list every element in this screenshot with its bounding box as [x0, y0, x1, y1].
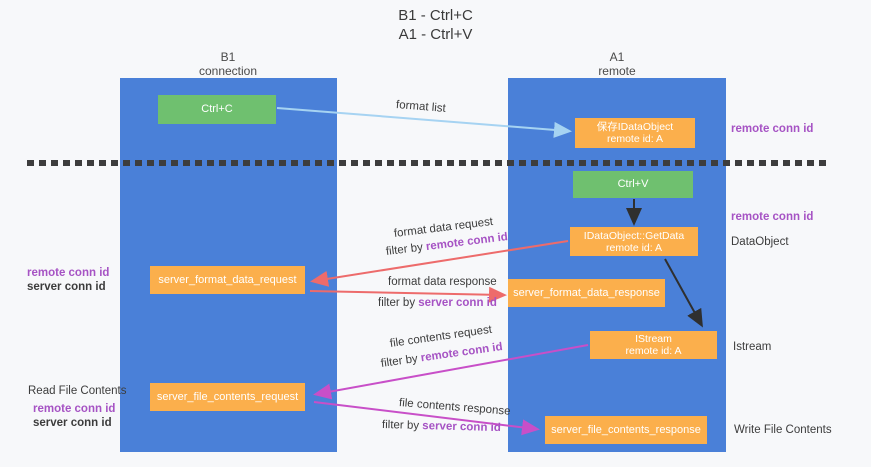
left-column-header-line1: B1	[220, 50, 236, 64]
node-server-file-contents-response-label: server_file_contents_response	[551, 423, 701, 436]
label-filter-by-text-1: filter by	[385, 241, 427, 258]
label-remote-conn-id-left-2: remote conn id	[33, 403, 116, 415]
label-read-file-contents: Read File Contents	[28, 385, 127, 397]
label-file-contents-response: file contents response	[398, 397, 512, 418]
node-server-file-contents-request: server_file_contents_request	[150, 383, 305, 411]
label-filter-by-text-3: filter by	[380, 352, 422, 370]
left-column-header-line2: connection	[198, 64, 258, 78]
label-remote-conn-id-mid-right: remote conn id	[731, 211, 814, 223]
arrow-format-data-response	[309, 286, 507, 303]
label-remote-conn-id-top-right: remote conn id	[731, 123, 814, 135]
right-column-header-line1: A1	[609, 50, 625, 64]
dashed-divider	[27, 160, 831, 166]
node-getdata: IDataObject::GetData remote id: A	[570, 227, 698, 256]
node-ctrl-v: Ctrl+V	[573, 171, 693, 198]
node-server-file-contents-response: server_file_contents_response	[545, 416, 707, 444]
node-getdata-line2: remote id: A	[605, 241, 663, 254]
right-column-header-line2: remote	[598, 64, 636, 78]
label-server-conn-id-left-2: server conn id	[33, 417, 112, 429]
node-istream-line1: IStream	[635, 333, 672, 345]
label-server-conn-id-2: server conn id	[422, 420, 502, 435]
node-getdata-line1: IDataObject::GetData	[583, 229, 685, 242]
left-column-header: B1 connection	[178, 50, 278, 78]
label-filter-by-server-2: filter by server conn id	[382, 419, 501, 434]
node-save-idataobject: 保存IDataObject remote id: A	[575, 118, 695, 148]
node-ctrl-c: Ctrl+C	[158, 95, 276, 124]
diagram-title: B1 - Ctrl+C A1 - Ctrl+V	[0, 6, 871, 44]
title-line-2: A1 - Ctrl+V	[398, 26, 473, 43]
right-column-header: A1 remote	[567, 50, 667, 78]
label-filter-by-text-2: filter by	[378, 297, 419, 309]
label-dataobject: DataObject	[731, 236, 789, 248]
label-remote-conn-id-2: remote conn id	[420, 340, 504, 365]
label-filter-by-text-4: filter by	[381, 419, 423, 433]
node-istream: IStream remote id: A	[590, 331, 717, 359]
node-ctrl-c-label: Ctrl+C	[201, 103, 233, 115]
node-server-file-contents-request-label: server_file_contents_request	[156, 390, 299, 403]
label-remote-conn-id-left-1: remote conn id	[27, 267, 110, 279]
label-filter-by-server-1: filter by server conn id	[378, 297, 497, 309]
title-line-1: B1 - Ctrl+C	[398, 7, 473, 24]
node-save-idataobject-line2: remote id: A	[606, 133, 664, 145]
label-format-list: format list	[395, 99, 447, 115]
label-format-data-response: format data response	[388, 276, 497, 288]
node-server-format-data-response-label: server_format_data_response	[513, 286, 660, 299]
node-istream-line2: remote id: A	[625, 345, 682, 357]
label-server-conn-id-left-1: server conn id	[27, 281, 106, 293]
node-server-format-data-response: server_format_data_response	[508, 279, 665, 307]
label-write-file-contents: Write File Contents	[734, 424, 832, 436]
label-istream: Istream	[733, 341, 772, 353]
node-server-format-data-request-label: server_format_data_request	[158, 273, 297, 286]
label-server-conn-id-1: server conn id	[418, 297, 497, 309]
node-save-idataobject-line1: 保存IDataObject	[596, 121, 674, 133]
node-ctrl-v-label: Ctrl+V	[617, 178, 649, 190]
node-server-format-data-request: server_format_data_request	[150, 266, 305, 294]
